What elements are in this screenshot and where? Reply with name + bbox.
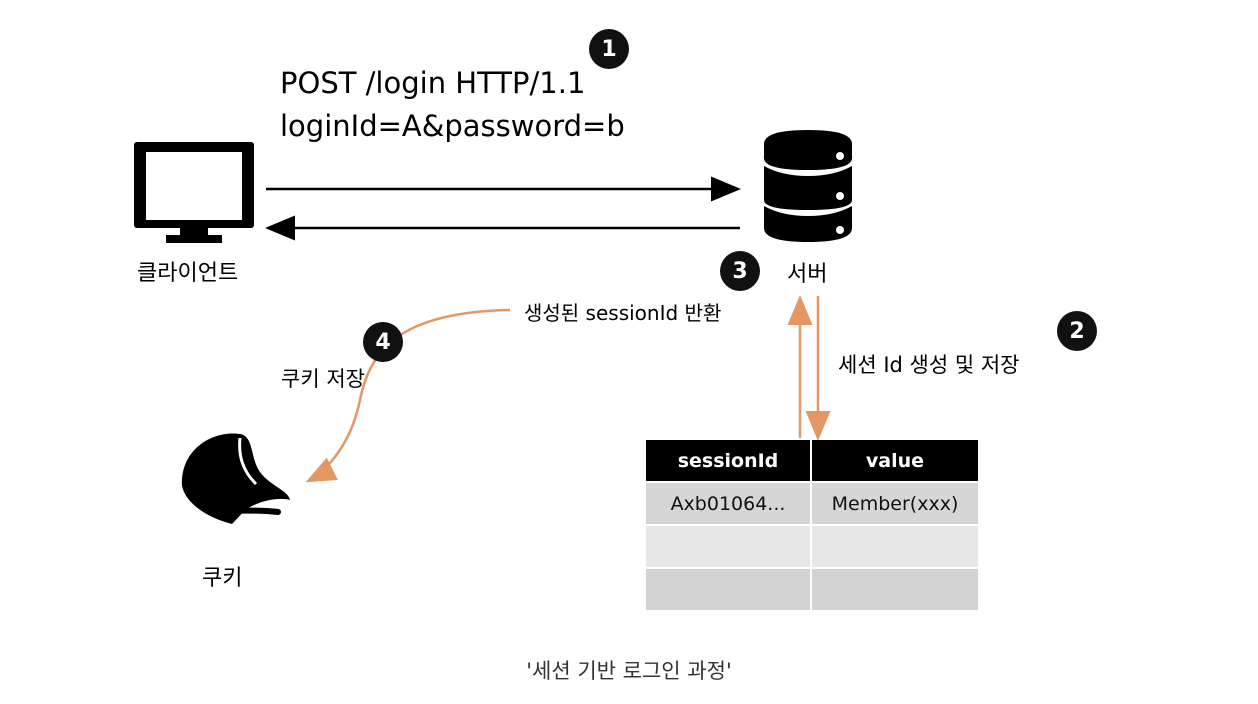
session-table-header: sessionId value [646, 440, 978, 481]
table-row [646, 569, 978, 610]
table-cell: Member(xxx) [812, 483, 978, 524]
figure-caption: '세션 기반 로그인 과정' [526, 659, 732, 683]
database-icon [764, 130, 852, 242]
step-2-badge: 2 [1057, 311, 1097, 351]
step-2-number: 2 [1069, 318, 1085, 344]
request-line-2: loginId=A&password=b [280, 109, 625, 143]
table-cell: Axb01064... [646, 483, 810, 524]
table-cell [646, 569, 810, 610]
step-3-number: 3 [732, 258, 748, 284]
step-4-badge: 4 [363, 322, 403, 362]
step-2-text: 세션 Id 생성 및 저장 [838, 353, 1020, 377]
table-cell [646, 526, 810, 567]
table-cell [812, 526, 978, 567]
step-1-number: 1 [601, 36, 617, 62]
client-label: 클라이언트 [137, 261, 239, 286]
step-3-badge: 3 [720, 251, 760, 291]
table-row: Axb01064... Member(xxx) [646, 483, 978, 524]
monitor-icon [134, 142, 254, 243]
cookie-store-arrow [305, 308, 511, 483]
fortune-cookie-icon [181, 433, 290, 524]
step-1-badge: 1 [589, 29, 629, 69]
step-4-number: 4 [375, 329, 391, 355]
session-table: sessionId value Axb01064... Member(xxx) [646, 440, 978, 612]
table-row [646, 526, 978, 567]
request-line-1: POST /login HTTP/1.1 [280, 66, 586, 100]
header-session-id: sessionId [646, 440, 810, 481]
table-cell [812, 569, 978, 610]
step-3-text: 생성된 sessionId 반환 [524, 301, 722, 325]
cookie-label: 쿠키 [202, 566, 243, 591]
server-label: 서버 [787, 262, 828, 287]
step-4-text: 쿠키 저장 [281, 367, 365, 391]
header-value: value [812, 440, 978, 481]
